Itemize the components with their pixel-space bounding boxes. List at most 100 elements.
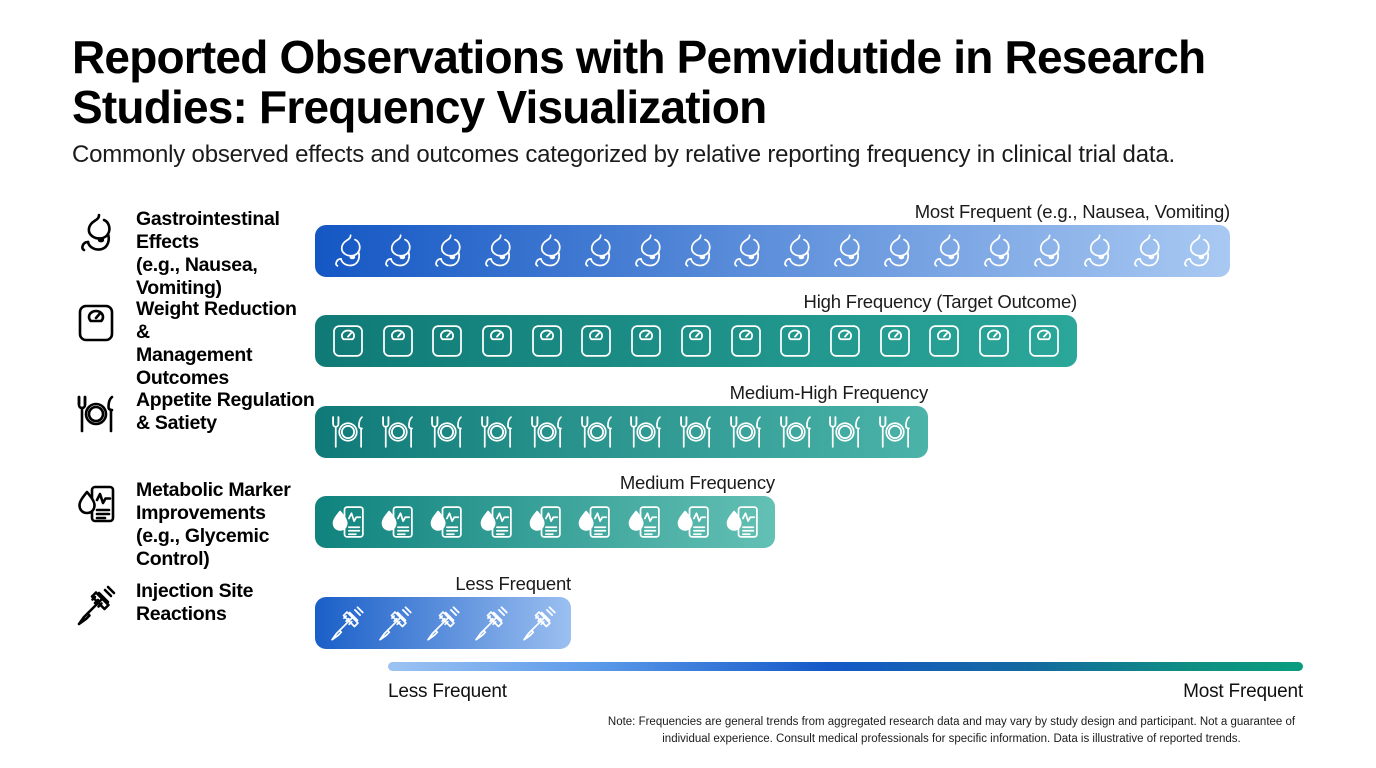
weight-scale-icon-unit	[422, 320, 472, 362]
frequency-annotation: Medium Frequency	[619, 472, 775, 493]
frequency-annotation: High Frequency (Target Outcome)	[803, 291, 1078, 312]
droplet-report-icon-unit	[372, 501, 421, 543]
weight-scale-icon-unit	[969, 320, 1019, 362]
droplet-report-icon-unit	[520, 501, 569, 543]
weight-scale-icon-unit	[820, 320, 870, 362]
syringe-icon-unit	[371, 602, 419, 644]
stomach-icon-unit	[872, 230, 922, 272]
page-title: Reported Observations with Pemvidutide i…	[72, 31, 1206, 134]
weight-scale-icon-unit	[1019, 320, 1069, 362]
weight-scale-icon	[72, 297, 120, 349]
stomach-icon-unit	[1072, 230, 1122, 272]
row-category-label: Appetite Regulation& Satiety	[136, 388, 315, 435]
droplet-report-icon-unit	[570, 501, 619, 543]
row-bar-area: Medium Frequency	[315, 472, 1376, 548]
weight-scale-icon-unit	[373, 320, 423, 362]
frequency-bar	[315, 496, 775, 548]
plate-cutlery-icon-unit	[373, 411, 423, 453]
syringe-icon-unit	[419, 602, 467, 644]
weight-scale-icon-unit	[920, 320, 970, 362]
stomach-icon-unit	[1122, 230, 1172, 272]
plate-cutlery-icon-unit	[671, 411, 721, 453]
droplet-report-icon-unit	[422, 501, 471, 543]
stomach-icon-unit	[972, 230, 1022, 272]
row-category: Injection Site Reactions	[0, 575, 315, 631]
row-bar-area: Most Frequent (e.g., Nausea, Vomiting)	[315, 201, 1376, 277]
weight-scale-icon-unit	[770, 320, 820, 362]
stomach-icon-unit	[623, 230, 673, 272]
row-category: Weight Reduction &Management Outcomes	[0, 293, 315, 390]
plate-cutlery-icon-unit	[472, 411, 522, 453]
row-category-label-line: (e.g., Glycemic Control)	[136, 525, 270, 570]
plate-cutlery-icon-unit	[771, 411, 821, 453]
droplet-report-icon-unit	[471, 501, 520, 543]
scale-label-most: Most Frequent	[1183, 681, 1303, 702]
frequency-row: Weight Reduction &Management Outcomes Hig…	[0, 291, 1376, 390]
plate-cutlery-icon-unit	[721, 411, 771, 453]
frequency-bar	[315, 225, 1230, 277]
stomach-icon-unit	[772, 230, 822, 272]
frequency-annotation: Less Frequent	[455, 573, 571, 594]
row-bar-area: High Frequency (Target Outcome)	[315, 291, 1376, 367]
stomach-icon-unit	[922, 230, 972, 272]
droplet-report-icon-unit	[323, 501, 372, 543]
stomach-icon-unit	[473, 230, 523, 272]
stomach-icon-unit	[723, 230, 773, 272]
frequency-bar	[315, 406, 928, 458]
row-category-label: Injection Site Reactions	[136, 579, 315, 626]
row-category-label-line: Improvements	[136, 502, 266, 524]
frequency-row: Injection Site Reactions Less Frequent	[0, 573, 1376, 649]
stomach-icon-unit	[1172, 230, 1222, 272]
row-category-label-line: Metabolic Marker	[136, 479, 291, 501]
weight-scale-icon-unit	[572, 320, 622, 362]
row-category-label-line: Appetite Regulation	[136, 389, 315, 411]
stomach-icon-unit	[323, 230, 373, 272]
row-category-label-line: Weight Reduction &	[136, 298, 297, 343]
syringe-icon	[72, 579, 120, 631]
syringe-icon-unit	[515, 602, 563, 644]
droplet-report-icon-unit	[668, 501, 717, 543]
weight-scale-icon-unit	[472, 320, 522, 362]
stomach-icon-unit	[523, 230, 573, 272]
plate-cutlery-icon-unit	[870, 411, 920, 453]
weight-scale-icon-unit	[522, 320, 572, 362]
stomach-icon-unit	[673, 230, 723, 272]
frequency-scale-legend: Less Frequent Most Frequent	[388, 662, 1303, 703]
weight-scale-icon-unit	[721, 320, 771, 362]
row-category-label-line: Management Outcomes	[136, 344, 253, 389]
droplet-report-icon-unit	[718, 501, 767, 543]
frequency-bar	[315, 315, 1077, 367]
row-category-label-line: (e.g., Nausea, Vomiting)	[136, 254, 258, 299]
row-category-label-line: Injection Site Reactions	[136, 580, 254, 625]
frequency-annotation: Most Frequent (e.g., Nausea, Vomiting)	[914, 201, 1230, 222]
plate-cutlery-icon-unit	[572, 411, 622, 453]
footnote: Note: Frequencies are general trends fro…	[607, 716, 1296, 746]
plate-cutlery-icon-unit	[821, 411, 871, 453]
header: Reported Observations with Pemvidutide i…	[72, 32, 1312, 169]
scale-label-less: Less Frequent	[388, 681, 507, 702]
scale-labels: Less Frequent Most Frequent	[388, 681, 1303, 703]
frequency-row: Gastrointestinal Effects(e.g., Nausea, V…	[0, 201, 1376, 300]
plate-cutlery-icon	[72, 388, 120, 440]
weight-scale-icon-unit	[671, 320, 721, 362]
stomach-icon-unit	[1022, 230, 1072, 272]
row-category-label-line: & Satiety	[136, 412, 217, 434]
gradient-scale-bar	[388, 662, 1303, 671]
plate-cutlery-icon-unit	[622, 411, 672, 453]
row-category-label: Weight Reduction &Management Outcomes	[136, 297, 315, 390]
syringe-icon-unit	[323, 602, 371, 644]
stomach-icon	[72, 207, 120, 259]
row-category: Appetite Regulation& Satiety	[0, 384, 315, 440]
weight-scale-icon-unit	[323, 320, 373, 362]
plate-cutlery-icon-unit	[423, 411, 473, 453]
droplet-report-icon-unit	[619, 501, 668, 543]
plate-cutlery-icon-unit	[323, 411, 373, 453]
row-category-label: Gastrointestinal Effects(e.g., Nausea, V…	[136, 207, 315, 300]
row-category: Gastrointestinal Effects(e.g., Nausea, V…	[0, 203, 315, 300]
row-category-label-line: Gastrointestinal Effects	[136, 208, 280, 253]
